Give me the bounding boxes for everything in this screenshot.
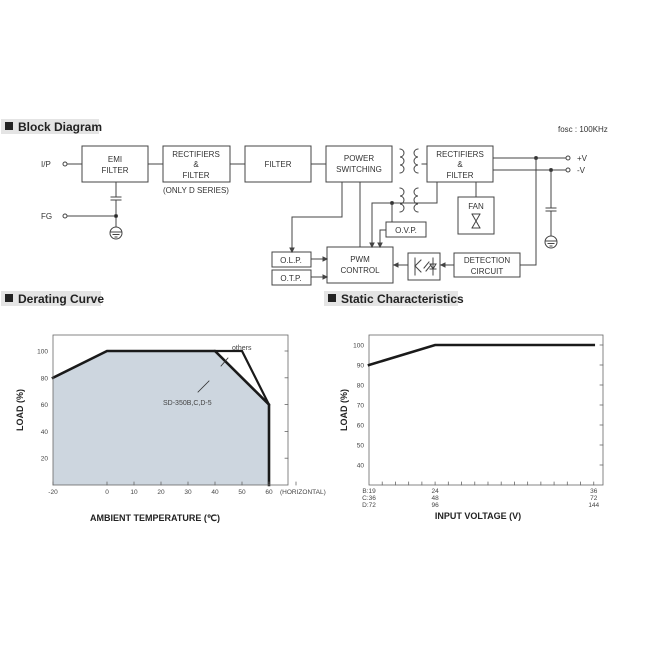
svg-text:Derating Curve: Derating Curve <box>18 292 104 306</box>
output-rectifiers-filter-block <box>426 145 494 183</box>
legend-label-sd350: SD-350B,C,D-5 <box>163 400 212 407</box>
bullet-square-icon <box>328 294 336 302</box>
x-tick-label: 36 <box>590 488 598 495</box>
svg-text:POWER: POWER <box>344 154 374 163</box>
x-tick-label: 96 <box>431 502 439 509</box>
block-diagram: fosc : 100KHz I/P EMI FILTER RECTIFIERS … <box>41 125 608 286</box>
x-tick-label: 144 <box>588 502 599 509</box>
x-tick-label: 24 <box>431 488 439 495</box>
transformer-icon <box>399 148 419 213</box>
pwm-control-block <box>326 246 394 284</box>
svg-text:FILTER: FILTER <box>183 171 210 180</box>
y-tick-label: 100 <box>353 343 364 350</box>
minus-v-label: -V <box>577 166 586 175</box>
svg-text:FILTER: FILTER <box>265 160 292 169</box>
y-tick-label: 80 <box>41 375 49 382</box>
x-note: (HORIZONTAL) <box>280 489 326 496</box>
only-d-series-note: (ONLY D SERIES) <box>163 186 229 195</box>
x-tick-label: 60 <box>265 489 273 496</box>
x-tick-label: 40 <box>211 489 219 496</box>
ground-icon <box>544 235 558 249</box>
x-tick-label: 0 <box>105 489 109 496</box>
x-tick-label: 48 <box>431 495 439 502</box>
y-tick-label: 60 <box>357 423 365 430</box>
fan-block <box>457 196 495 235</box>
y-tick-label: 40 <box>41 429 49 436</box>
x-axis-title: INPUT VOLTAGE (V) <box>435 511 521 521</box>
svg-text:RECTIFIERS: RECTIFIERS <box>172 150 220 159</box>
svg-text:Block Diagram: Block Diagram <box>18 120 102 134</box>
svg-text:SWITCHING: SWITCHING <box>336 165 382 174</box>
svg-text:DETECTION: DETECTION <box>464 256 510 265</box>
x-tick-label: 30 <box>184 489 192 496</box>
x-tick-label: 10 <box>130 489 138 496</box>
fosc-label: fosc : 100KHz <box>558 125 608 134</box>
optocoupler-block <box>407 252 441 281</box>
leader-line-others <box>220 357 229 367</box>
bullet-square-icon <box>5 122 13 130</box>
optocoupler-icon <box>414 257 437 276</box>
svg-text:&: & <box>457 160 463 169</box>
x-tick-label: C:36 <box>362 495 376 502</box>
y-tick-label: 100 <box>37 349 48 356</box>
svg-text:CIRCUIT: CIRCUIT <box>471 267 504 276</box>
fg-label: FG <box>41 212 52 221</box>
y-tick-label: 40 <box>357 463 365 470</box>
svg-text:CONTROL: CONTROL <box>340 266 380 275</box>
y-tick-label: 70 <box>357 403 365 410</box>
svg-text:RECTIFIERS: RECTIFIERS <box>436 150 484 159</box>
y-axis-title: LOAD (%) <box>339 389 349 431</box>
svg-text:FILTER: FILTER <box>447 171 474 180</box>
svg-text:&: & <box>193 160 199 169</box>
svg-text:O.V.P.: O.V.P. <box>395 226 417 235</box>
y-tick-label: 50 <box>357 443 365 450</box>
x-tick-label: 20 <box>157 489 165 496</box>
x-tick-label: 72 <box>590 495 598 502</box>
x-axis-title: AMBIENT TEMPERATURE (℃) <box>90 513 220 523</box>
y-tick-label: 80 <box>357 383 365 390</box>
legend-label-others: others <box>232 345 252 352</box>
emi-filter-block <box>81 145 149 183</box>
x-tick-label: 50 <box>238 489 246 496</box>
fan-icon <box>471 213 481 229</box>
ground-icon <box>109 226 123 240</box>
plus-v-label: +V <box>577 154 588 163</box>
x-tick-label: B:19 <box>362 488 376 495</box>
svg-text:O.T.P.: O.T.P. <box>280 274 301 283</box>
leader-line-sd350 <box>197 380 210 393</box>
svg-text:O.L.P.: O.L.P. <box>280 256 302 265</box>
y-tick-label: 20 <box>41 456 49 463</box>
input-label: I/P <box>41 160 51 169</box>
derating-area <box>53 351 269 485</box>
derating-curve-chart: -20 0 10 20 30 40 50 60 20 40 60 80 100 (HORIZONTAL)… <box>15 334 326 523</box>
plot-frame <box>52 334 289 486</box>
section-header-static-characteristics: Static Characteristics <box>324 291 464 306</box>
svg-text:FAN: FAN <box>468 202 484 211</box>
x-tick-label: -20 <box>48 489 58 496</box>
bullet-square-icon <box>5 294 13 302</box>
y-axis-title: LOAD (%) <box>15 389 25 431</box>
plot-frame <box>368 334 604 486</box>
power-switching-block <box>325 145 393 183</box>
series-line-others <box>213 349 271 407</box>
section-header-derating-curve: Derating Curve <box>1 291 104 306</box>
section-header-block-diagram: Block Diagram <box>1 119 102 134</box>
svg-text:FILTER: FILTER <box>102 166 129 175</box>
svg-text:Static Characteristics: Static Characteristics <box>341 292 464 306</box>
x-tick-label: D:72 <box>362 502 376 509</box>
series-line-load <box>367 343 596 367</box>
svg-text:PWM: PWM <box>350 255 370 264</box>
y-tick-label: 90 <box>357 363 365 370</box>
svg-text:EMI: EMI <box>108 155 122 164</box>
y-tick-label: 60 <box>41 402 49 409</box>
